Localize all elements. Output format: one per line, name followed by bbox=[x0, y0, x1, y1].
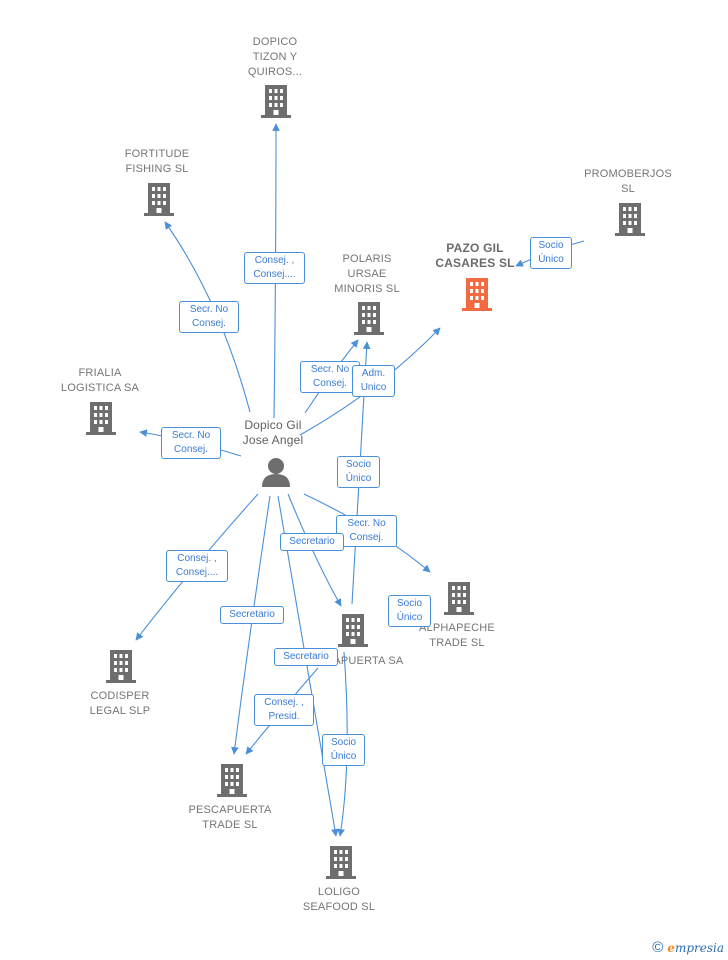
edge-label-pescapuerta-trade-loligo: Socio Único bbox=[322, 734, 365, 766]
edge-label-person-alphapeche-socio: Socio Único bbox=[388, 595, 431, 627]
edge-label-person-polaris: Secr. No Consej. bbox=[300, 361, 360, 393]
building-icon[interactable] bbox=[86, 402, 116, 435]
node-label-person[interactable]: Dopico Gil Jose Angel bbox=[242, 418, 304, 447]
building-icon[interactable] bbox=[615, 203, 645, 236]
node-label-loligo[interactable]: LOLIGO SEAFOOD SL bbox=[302, 886, 376, 913]
building-icon[interactable] bbox=[106, 650, 136, 683]
node-label-alphapeche[interactable]: ALPHAPECHE TRADE SL bbox=[419, 622, 495, 649]
node-label-pescapuerta-trade[interactable]: PESCAPUERTA TRADE SL bbox=[188, 804, 272, 831]
building-icon[interactable] bbox=[261, 85, 291, 118]
person-icon[interactable] bbox=[262, 458, 290, 487]
building-icon-focus[interactable] bbox=[462, 278, 492, 311]
edge-label-person-alphapeche: Secr. No Consej. bbox=[336, 515, 397, 547]
edge-label-person-frialia: Secr. No Consej. bbox=[161, 427, 221, 459]
node-label-codisper[interactable]: CODISPER LEGAL SLP bbox=[89, 690, 151, 717]
edge-label-person-pescapuerta-sa: Secretario bbox=[280, 533, 344, 551]
building-icon[interactable] bbox=[444, 582, 474, 615]
edge-label-person-pescapuerta-trade: Secretario bbox=[220, 606, 284, 624]
node-label-promoberjos[interactable]: PROMOBERJOS SL bbox=[584, 168, 672, 195]
building-icon[interactable] bbox=[326, 846, 356, 879]
edge-person-pescapuerta-trade bbox=[231, 495, 271, 755]
brand-logo: empresia bbox=[667, 941, 724, 955]
edge-label-person-pazo: Adm. Unico bbox=[352, 365, 395, 397]
node-label-pazo-gil[interactable]: PAZO GIL CASARES SL bbox=[435, 241, 515, 270]
footer-brand: ©empresia bbox=[652, 939, 724, 956]
node-label-frialia[interactable]: FRIALIA LOGISTICA SA bbox=[60, 367, 140, 394]
copyright-icon: © bbox=[652, 939, 664, 956]
node-label-dopico-tizon[interactable]: DOPICO TIZON Y QUIROS... bbox=[247, 36, 303, 78]
building-icon[interactable] bbox=[338, 614, 368, 647]
edge-label-person-codisper: Consej. , Consej.... bbox=[166, 550, 228, 582]
edge-label-promoberjos-pazo: Socio Único bbox=[530, 237, 572, 269]
edge-person-pescapuerta-sa bbox=[287, 493, 342, 607]
edge-label-pescapuerta-polaris: Socio Único bbox=[337, 456, 380, 488]
edge-label-person-fortitude: Secr. No Consej. bbox=[179, 301, 239, 333]
building-icon[interactable] bbox=[217, 764, 247, 797]
edge-label-person-loligo: Secretario bbox=[274, 648, 338, 666]
building-icon[interactable] bbox=[354, 302, 384, 335]
edge-label-person-dopico-tizon: Consej. , Consej.... bbox=[244, 252, 305, 284]
node-label-polaris[interactable]: POLARIS URSAE MINORIS SL bbox=[334, 253, 400, 295]
node-label-fortitude[interactable]: FORTITUDE FISHING SL bbox=[124, 148, 190, 175]
building-icon[interactable] bbox=[144, 183, 174, 216]
edge-label-pescapuerta-sa-trade: Consej. , Presid. bbox=[254, 694, 314, 726]
